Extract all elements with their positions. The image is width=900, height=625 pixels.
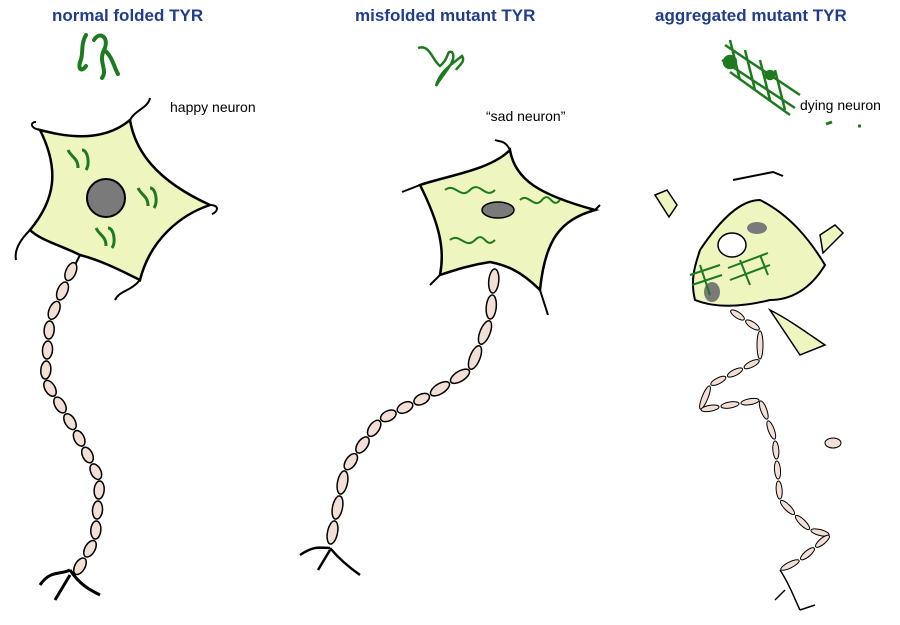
myelin-segment: [63, 413, 77, 431]
myelin-segment: [47, 300, 61, 321]
myelin-segment: [91, 500, 104, 520]
myelin-segment: [336, 470, 349, 495]
myelin-segment: [366, 419, 382, 438]
caption-happy-neuron: happy neuron: [170, 99, 256, 115]
myelin-segment: [396, 400, 414, 415]
myelin-segment: [331, 495, 344, 520]
happy-neuron: [14, 97, 218, 601]
cell-body: [691, 198, 827, 307]
myelin-segment: [810, 528, 830, 537]
myelin-segment: [773, 460, 782, 480]
myelin-segment: [43, 379, 57, 397]
myelin-segment: [720, 401, 740, 409]
cell-body: [418, 147, 600, 293]
myelin-segment: [699, 385, 711, 410]
nucleus: [86, 178, 126, 218]
nucleus: [481, 201, 515, 219]
myelin-segment: [814, 534, 831, 548]
myelin-segment: [756, 330, 764, 360]
myelin-segment: [53, 396, 67, 414]
myelin-segment: [779, 499, 796, 516]
dying-neuron: [653, 170, 845, 611]
myelin-segment: [55, 281, 70, 301]
myelin-segment: [40, 360, 52, 380]
myelin-segment: [449, 368, 471, 385]
myelin-segment: [72, 429, 86, 447]
myelin-segment: [745, 319, 760, 331]
myelin-segment: [766, 420, 777, 440]
myelin-segment: [485, 294, 498, 320]
myelin-segment: [743, 359, 760, 370]
myelin-segment: [429, 380, 451, 397]
myelin-segment: [89, 463, 103, 481]
myelin-segment: [82, 539, 98, 558]
myelin-segment: [467, 345, 483, 370]
myelin-segment: [487, 268, 500, 294]
myelin-segment: [730, 309, 745, 321]
myelin-segment: [43, 320, 55, 340]
myelin-segment: [740, 397, 760, 406]
folded-protein-icon: [77, 33, 120, 80]
panel-title-normal: normal folded TYR: [52, 6, 204, 25]
sad-neuron: [299, 139, 601, 577]
axons: [40, 261, 831, 576]
myelin-segment: [772, 440, 780, 460]
myelin-segment: [90, 520, 102, 540]
misfolded-protein-icon: [417, 46, 465, 87]
myelin-segment: [355, 436, 370, 454]
panel-title-misfolded: misfolded mutant TYR: [355, 6, 536, 25]
myelin-segment: [413, 392, 431, 406]
myelin-segment: [726, 367, 744, 378]
myelin-segment: [799, 547, 816, 561]
caption-dying-neuron: dying neuron: [800, 97, 881, 113]
myelin-segment: [775, 480, 783, 500]
myelin-segment: [72, 557, 88, 576]
myelin-segment: [93, 480, 105, 500]
myelin-segment: [780, 559, 800, 571]
caption-sad-neuron: “sad neuron”: [486, 108, 566, 124]
myelin-segment: [758, 400, 769, 420]
myelin-segment: [710, 375, 727, 386]
myelin-segment: [80, 446, 95, 464]
myelin-segment: [64, 261, 78, 282]
myelin-segment: [41, 340, 54, 360]
myelin-segment: [794, 514, 811, 531]
myelin-segment: [700, 404, 720, 413]
myelin-segment: [477, 320, 493, 345]
aggregated-protein-icon: [721, 39, 861, 128]
myelin-segment: [379, 409, 397, 423]
myelin-segment: [326, 520, 339, 545]
myelin-segment: [343, 452, 359, 471]
panel-title-aggregated: aggregated mutant TYR: [655, 6, 847, 25]
